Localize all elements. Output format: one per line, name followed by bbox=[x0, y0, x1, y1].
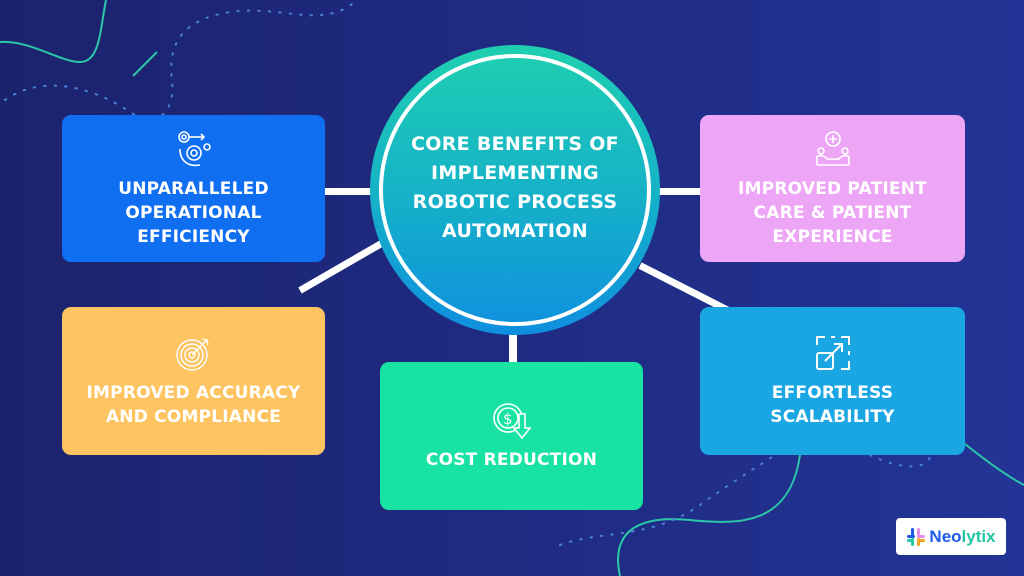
connector-cost bbox=[509, 332, 517, 364]
connector-efficiency bbox=[325, 188, 375, 195]
benefit-label: EFFORTLESS SCALABILITY bbox=[770, 383, 895, 427]
benefit-label: UNPARALLELED OPERATIONAL EFFICIENCY bbox=[118, 178, 269, 247]
patient-care-icon bbox=[815, 130, 850, 166]
logo-mark-icon bbox=[907, 527, 926, 546]
gear-efficiency-icon bbox=[177, 130, 211, 166]
dollar-down-icon: $ bbox=[492, 403, 532, 440]
diagram-title: CORE BENEFITS OF IMPLEMENTING ROBOTIC PR… bbox=[411, 133, 619, 242]
benefit-label: COST REDUCTION bbox=[425, 450, 598, 470]
benefit-card-cost-reduction: $ COST REDUCTION bbox=[380, 362, 643, 510]
benefit-card-efficiency: UNPARALLELED OPERATIONAL EFFICIENCY bbox=[62, 115, 325, 262]
connector-patient-care bbox=[655, 188, 701, 195]
neolytix-logo: Neolytix bbox=[896, 518, 1006, 555]
benefit-card-accuracy: IMPROVED ACCURACY AND COMPLIANCE bbox=[62, 307, 325, 455]
center-circle: CORE BENEFITS OF IMPLEMENTING ROBOTIC PR… bbox=[370, 45, 660, 335]
scale-expand-icon bbox=[815, 336, 850, 370]
svg-text:$: $ bbox=[503, 410, 513, 428]
benefit-label: IMPROVED ACCURACY AND COMPLIANCE bbox=[86, 383, 301, 427]
benefit-label: IMPROVED PATIENT CARE & PATIENT EXPERIEN… bbox=[738, 178, 927, 247]
logo-text: Neolytix bbox=[929, 526, 996, 546]
target-icon bbox=[175, 338, 209, 371]
benefit-card-scalability: EFFORTLESS SCALABILITY bbox=[700, 307, 965, 455]
benefit-card-patient-care: IMPROVED PATIENT CARE & PATIENT EXPERIEN… bbox=[700, 115, 965, 262]
